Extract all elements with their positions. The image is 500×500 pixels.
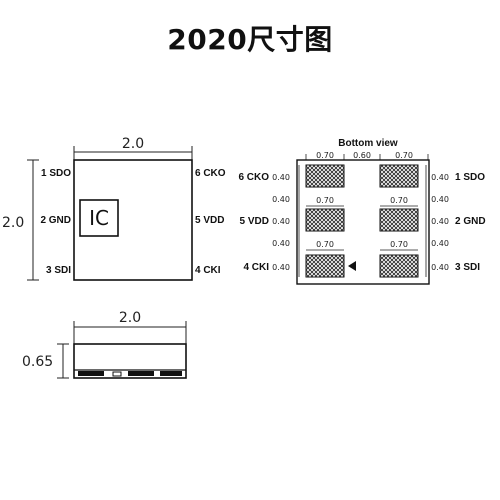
dim-right-space-1: 0.40 [431, 195, 449, 204]
side-height-label: 0.65 [22, 354, 53, 370]
bottom-view-header: Bottom view [338, 138, 398, 149]
side-terminal-left [78, 371, 104, 376]
ic-marker [79, 199, 119, 237]
dim-right-pad-1: 0.40 [431, 173, 449, 182]
bottom-right-pin-2: 2 GND [455, 216, 486, 227]
side-terminal-right [160, 371, 182, 376]
pad-3-sdi [379, 254, 419, 278]
dim-pad-width-mid-right: 0.70 [390, 196, 408, 205]
pin-4-cki-label: 4 CKI [195, 265, 221, 276]
dim-left-space-2: 0.40 [272, 239, 290, 248]
pin-1-sdo-label: 1 SDO [41, 168, 71, 179]
dim-right-pad-2: 0.40 [431, 217, 449, 226]
dim-pad-width-top-left: 0.70 [316, 151, 334, 160]
pad-1-sdo [379, 164, 419, 188]
pin-marker-triangle-icon [348, 261, 356, 271]
bottom-view: Bottom view 0.70 0.60 0.70 0.70 0.70 0.7… [238, 138, 486, 285]
pin-3-sdi-label: 3 SDI [46, 265, 71, 276]
side-terminal-mid [128, 371, 154, 376]
dim-right-space-2: 0.40 [431, 239, 449, 248]
dim-right-pad-3: 0.40 [431, 263, 449, 272]
pin-2-gnd-label: 2 GND [40, 215, 71, 226]
dim-pad-gap-top: 0.60 [353, 151, 371, 160]
page-title: 2020尺寸图 [167, 23, 333, 56]
dim-left-pad-3: 0.40 [272, 263, 290, 272]
side-width-label: 2.0 [119, 310, 141, 326]
bottom-left-pin-1: 6 CKO [238, 172, 269, 183]
pad-2-gnd [379, 208, 419, 232]
pad-4-cki [305, 254, 345, 278]
bottom-right-pin-3: 3 SDI [455, 262, 480, 273]
top-view: 2.0 2.0 IC 1 SDO 2 GND 3 SDI 6 CKO 5 VDD… [2, 136, 226, 281]
top-width-label: 2.0 [122, 136, 144, 152]
side-view: 2.0 0.65 [22, 310, 187, 379]
dim-left-pad-1: 0.40 [272, 173, 290, 182]
pad-6-cko [305, 164, 345, 188]
pin-5-vdd-label: 5 VDD [195, 215, 224, 226]
bottom-left-pin-3: 4 CKI [243, 262, 269, 273]
dim-left-space-1: 0.40 [272, 195, 290, 204]
bottom-left-pin-2: 5 VDD [240, 216, 269, 227]
ic-label: IC [89, 206, 109, 230]
bottom-right-pin-1: 1 SDO [455, 172, 485, 183]
dim-left-pad-2: 0.40 [272, 217, 290, 226]
dim-pad-width-bottom-left: 0.70 [316, 240, 334, 249]
pin-6-cko-label: 6 CKO [195, 168, 226, 179]
pad-5-vdd [305, 208, 345, 232]
top-height-label: 2.0 [2, 215, 24, 231]
dim-pad-width-mid-left: 0.70 [316, 196, 334, 205]
dim-pad-width-bottom-right: 0.70 [390, 240, 408, 249]
dim-pad-width-top-right: 0.70 [395, 151, 413, 160]
